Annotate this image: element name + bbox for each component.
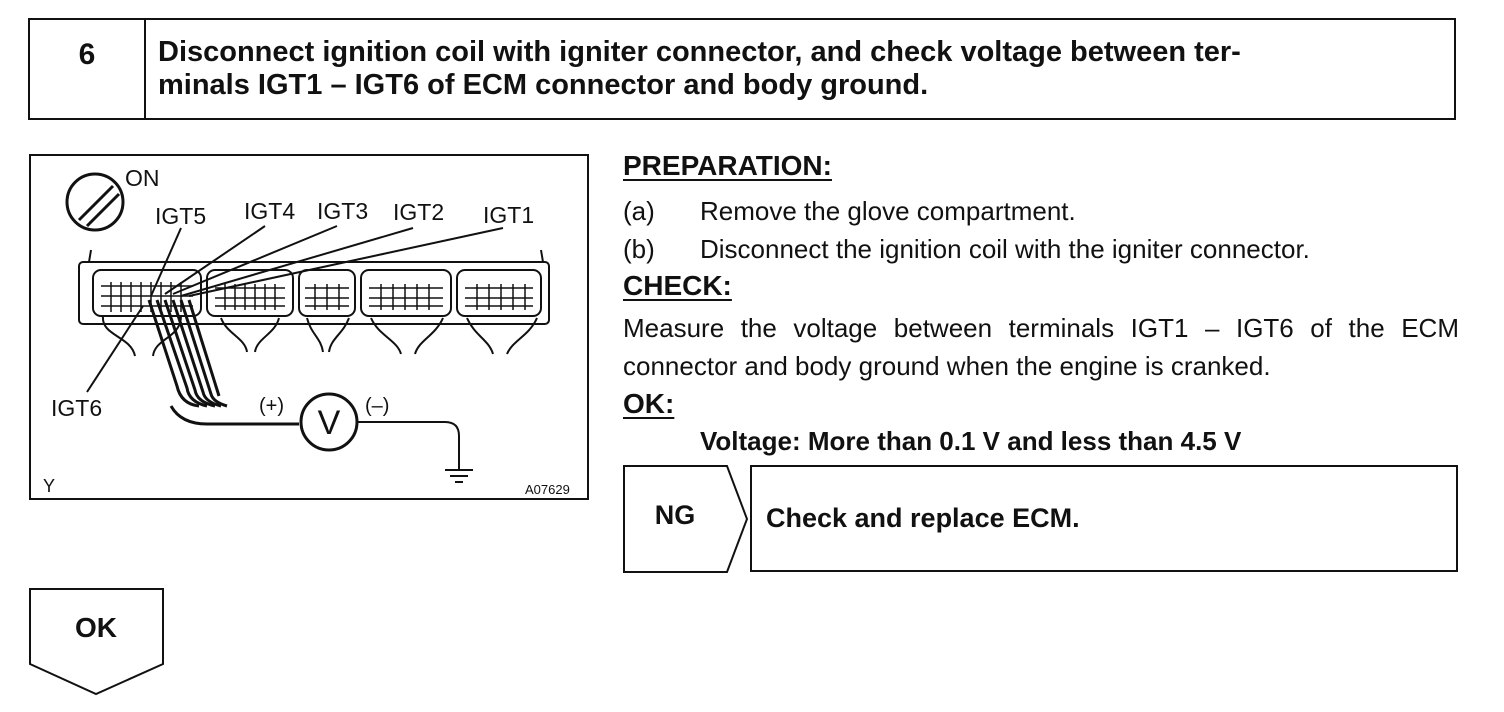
preparation-heading: PREPARATION: — [623, 150, 832, 181]
step-number: 6 — [78, 38, 96, 71]
check-heading: CHECK: — [623, 270, 732, 301]
corner-label: Y — [43, 476, 55, 496]
diagram-svg: ON IGT5 IGT4 IGT3 IGT2 IGT1 IGT6 — [43, 165, 570, 497]
wiring-diagram: ON IGT5 IGT4 IGT3 IGT2 IGT1 IGT6 — [29, 154, 589, 500]
ng-action-text: Check and replace ECM. — [766, 503, 1080, 533]
voltmeter-symbol: V — [318, 404, 341, 442]
leader-lines — [86, 225, 504, 393]
voltage-spec: Voltage: More than 0.1 V and less than 4… — [700, 426, 1242, 456]
ng-arrow-shape — [623, 465, 748, 573]
label-igt1: IGT1 — [483, 202, 534, 228]
ignition-switch-icon — [65, 172, 125, 232]
label-igt6: IGT6 — [51, 395, 102, 421]
voltmeter-icon: V — [299, 392, 359, 452]
figure-code: A07629 — [525, 482, 570, 497]
prep-step-a-label: (a) — [623, 196, 655, 226]
label-igt4: IGT4 — [244, 198, 295, 224]
prep-step-b-label: (b) — [623, 234, 655, 264]
prep-step-a-text: Remove the glove compartment. — [700, 196, 1076, 226]
step-title: Disconnect ignition coil with igniter co… — [158, 36, 1438, 102]
ok-flow-label: OK — [75, 612, 117, 643]
label-igt2: IGT2 — [393, 199, 444, 225]
ok-heading: OK: — [623, 388, 675, 419]
ground-icon — [357, 421, 473, 483]
ecm-connector — [78, 249, 550, 357]
plus-label: (+) — [259, 395, 284, 417]
ng-action-box: Check and replace ECM. — [750, 465, 1458, 572]
prep-step-b-text: Disconnect the ignition coil with the ig… — [700, 234, 1310, 264]
step-title-line2: minals IGT1 – IGT6 of ECM connector and … — [158, 69, 929, 101]
header-divider — [144, 20, 146, 118]
ok-arrow-shape — [29, 588, 164, 696]
label-igt3: IGT3 — [317, 198, 368, 224]
probe-wires — [147, 299, 299, 426]
switch-on-label: ON — [125, 165, 160, 191]
step-header: 6 Disconnect ignition coil with igniter … — [28, 18, 1456, 120]
label-igt5: IGT5 — [155, 203, 206, 229]
minus-label: (–) — [365, 395, 389, 417]
step-title-line1: Disconnect ignition coil with igniter co… — [158, 36, 1241, 68]
ng-label: NG — [654, 500, 696, 530]
check-instructions: Measure the voltage between terminals IG… — [623, 313, 1459, 381]
